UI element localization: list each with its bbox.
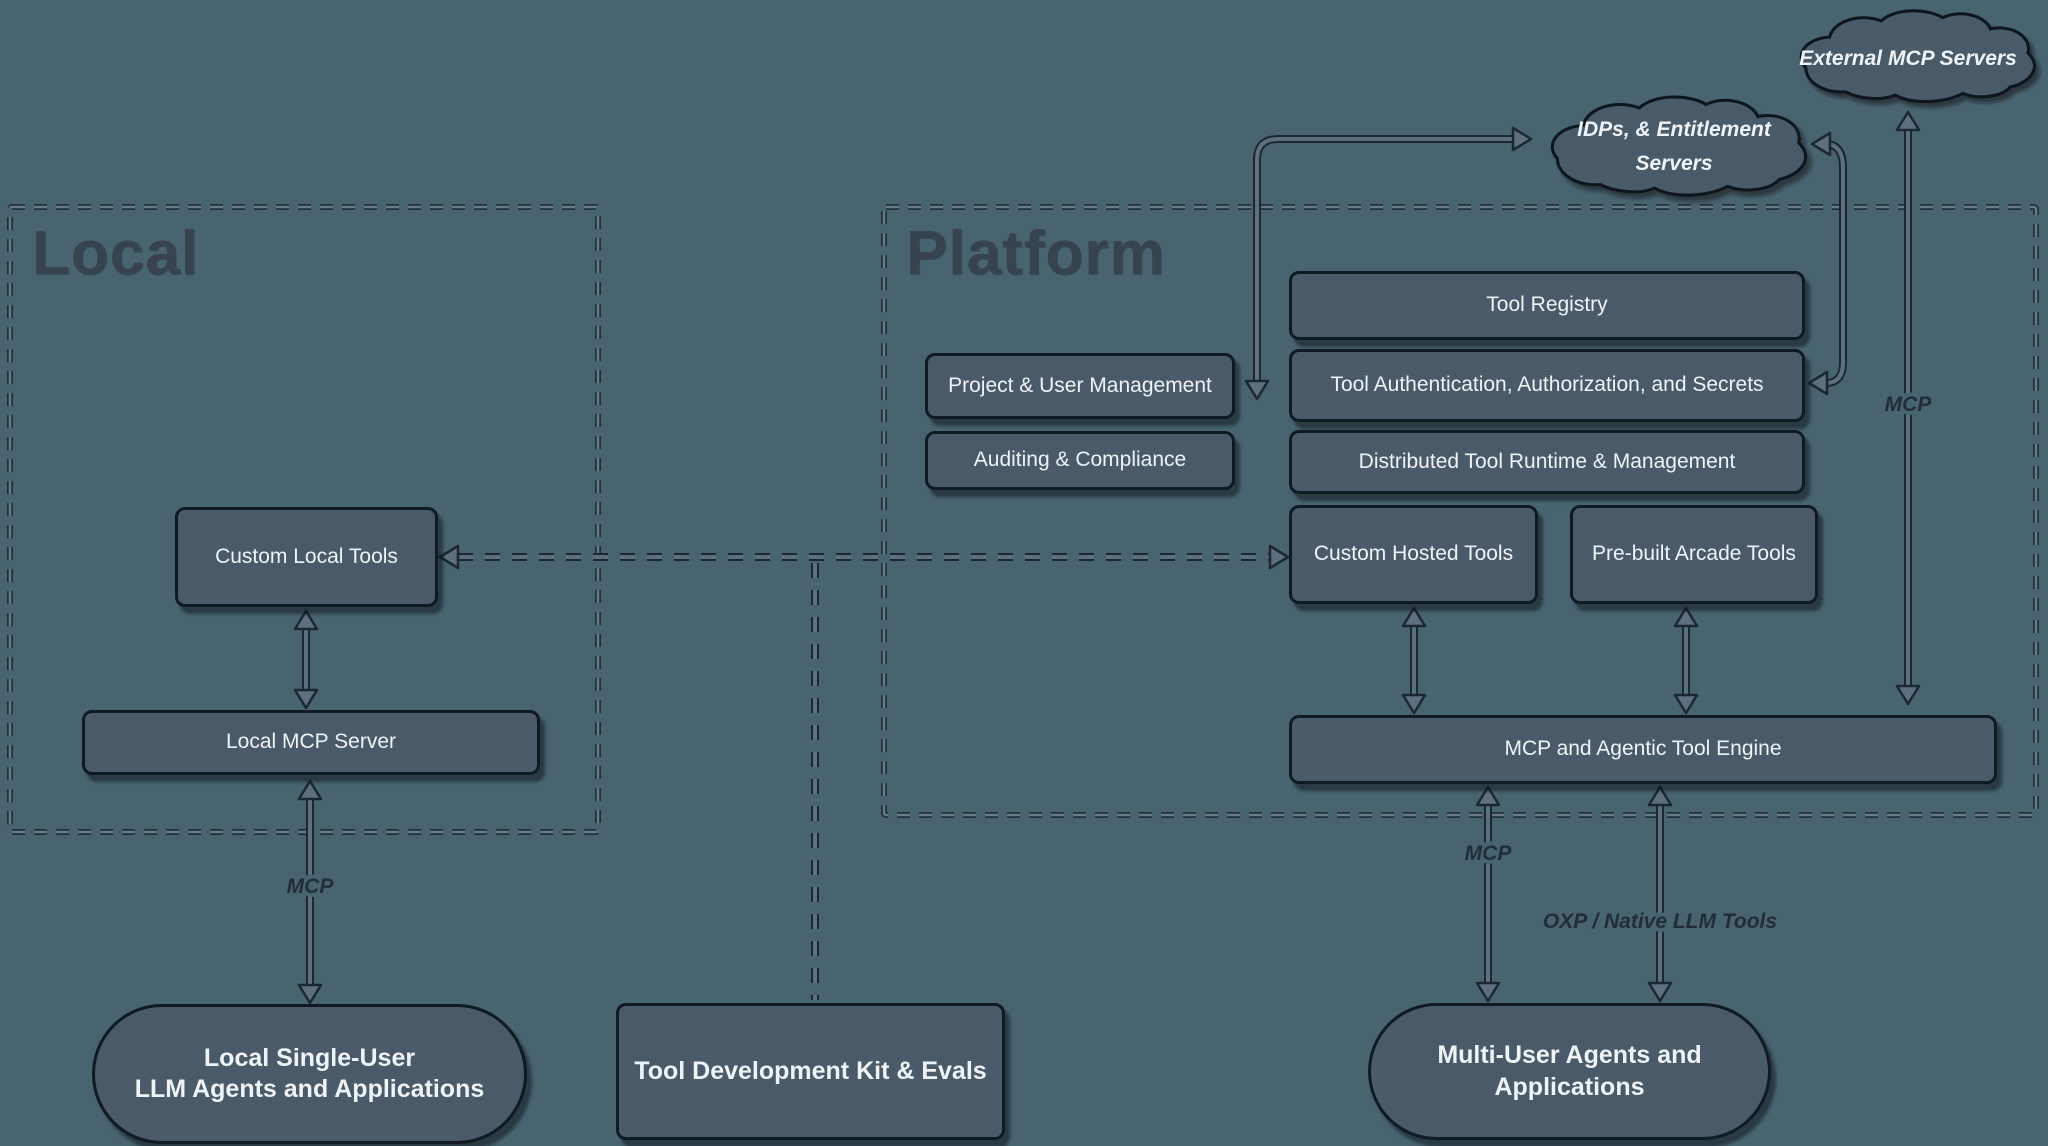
arrow-custom-local-local-mcp [293,609,319,710]
idps-cloud-label-line1: IDPs, & Entitlement [1577,118,1772,141]
edge-label-oxp: OXP / Native LLM Tools [1543,910,1777,933]
edge-label-external-mcp: MCP [1885,393,1933,416]
node-tool-authentication: Tool Authentication, Authorization, and … [1289,349,1805,422]
local-container-title: Local [32,219,199,288]
arrow-engine-multi-agents-oxp [1647,785,1673,1003]
arrowhead-left [438,544,460,570]
arrow-project-idps [1244,126,1533,401]
node-distributed-tool-runtime: Distributed Tool Runtime & Management [1289,430,1805,494]
arrowhead-right [1268,544,1290,570]
arrow-engine-multi-agents-mcp [1475,785,1501,1003]
arrow-prebuilt-engine [1673,606,1699,715]
node-custom-hosted-tools: Custom Hosted Tools [1289,505,1538,604]
node-local-single-user-agents-line2: LLM Agents and Applications [134,1075,485,1103]
node-multi-user-agents-line2: Applications [1494,1072,1645,1101]
node-tool-registry: Tool Registry [1289,271,1805,340]
idps-cloud-label-line2: Servers [1635,152,1712,175]
arrow-local-mcp-local-agents [297,779,323,1005]
edge-label-engine-mcp: MCP [1465,842,1513,865]
idps-cloud [1550,95,1808,197]
local-container [7,204,601,835]
arrow-external-mcp-engine [1895,110,1921,706]
arrow-custom-hosted-engine [1401,606,1427,715]
platform-container-title: Platform [906,219,1166,288]
arrow-toolauth-idps [1807,131,1847,396]
edge-label-local-mcp: MCP [287,875,335,898]
node-tool-development-kit: Tool Development Kit & Evals [616,1003,1005,1140]
node-project-user-management: Project & User Management [925,353,1235,419]
node-mcp-agentic-tool-engine: MCP and Agentic Tool Engine [1289,715,1997,784]
arrow-custom-local-custom-hosted [438,544,1290,1000]
node-multi-user-agents: Multi-User Agents and Applications [1368,1003,1771,1140]
node-local-single-user-agents-line1: Local Single-User [203,1043,416,1072]
node-custom-local-tools: Custom Local Tools [175,507,438,607]
node-auditing-compliance: Auditing & Compliance [925,431,1235,490]
external-mcp-cloud-label: External MCP Servers [1799,47,2017,70]
node-prebuilt-arcade-tools: Pre-built Arcade Tools [1570,505,1818,604]
node-local-mcp-server: Local MCP Server [82,710,540,775]
node-multi-user-agents-line1: Multi-User Agents and [1437,1041,1702,1070]
node-local-single-user-agents: Local Single-User LLM Agents and Applica… [92,1004,527,1144]
platform-container [881,204,2039,818]
